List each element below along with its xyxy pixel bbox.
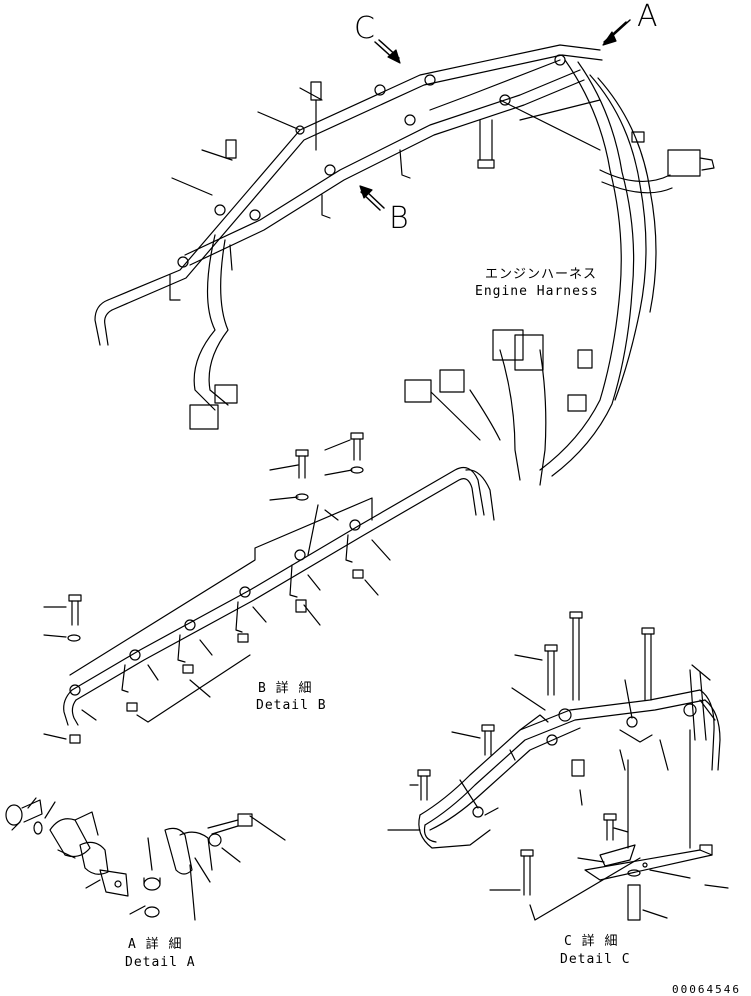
view-arrow-c bbox=[374, 39, 401, 64]
view-arrow-b-label: B bbox=[389, 201, 409, 236]
harness-label-jp: エンジンハーネス bbox=[485, 267, 598, 282]
detail-a-view bbox=[5, 797, 286, 921]
detail-c-view bbox=[387, 611, 729, 921]
view-arrow-a bbox=[602, 19, 631, 46]
detail-b-title-jp: B 詳 細 bbox=[258, 681, 313, 696]
detail-a-title-jp: A 詳 細 bbox=[128, 937, 183, 952]
detail-a-title-en: Detail A bbox=[125, 955, 196, 970]
view-arrow-c-label: C bbox=[354, 11, 375, 46]
main-clips bbox=[169, 54, 566, 301]
detail-c-title-jp: C 詳 細 bbox=[564, 934, 619, 949]
detail-c-title-en: Detail C bbox=[560, 952, 631, 967]
drawing-number: 00064546 bbox=[672, 983, 741, 996]
harness-label-en: Engine Harness bbox=[475, 284, 599, 299]
main-harness-view bbox=[94, 19, 715, 486]
detail-b-title-en: Detail B bbox=[256, 698, 327, 713]
detail-b-view bbox=[43, 432, 495, 744]
view-arrow-b bbox=[359, 185, 385, 211]
view-arrow-a-label: A bbox=[637, 0, 658, 34]
